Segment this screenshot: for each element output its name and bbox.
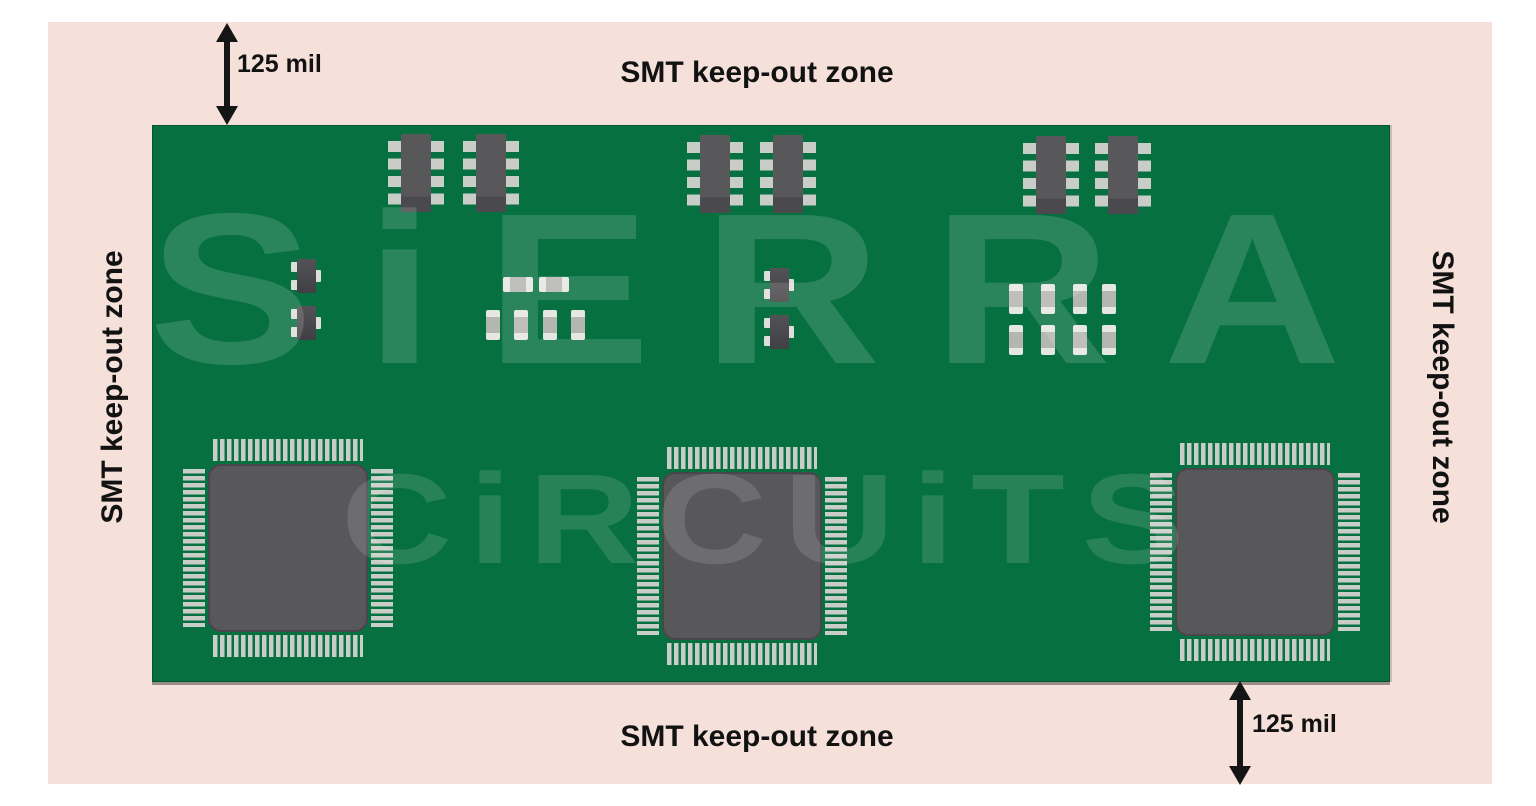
- dimension-arrow-top: [209, 23, 245, 130]
- double-arrow-icon: [1229, 681, 1251, 785]
- sot-pad: [291, 309, 300, 319]
- sot-body: [297, 259, 316, 293]
- chip-resistor: [1073, 325, 1087, 355]
- sot-pad: [785, 279, 794, 291]
- qfp-pins-icon: [1150, 473, 1172, 631]
- qfp-body: [208, 464, 368, 632]
- qfp-body: [662, 472, 822, 640]
- qfp-pins-icon: [213, 439, 363, 461]
- keepout-label-top: SMT keep-out zone: [620, 56, 894, 89]
- soic-pins-icon: [431, 141, 444, 205]
- soic-body: [700, 135, 730, 213]
- qfp-pins-icon: [667, 643, 817, 665]
- chip-resistor: [503, 277, 533, 292]
- keepout-label-left: SMT keep-out zone: [96, 250, 129, 524]
- qfp-pins-icon: [1180, 639, 1330, 661]
- chip-resistor: [1009, 284, 1023, 314]
- double-arrow-icon: [216, 23, 238, 125]
- soic-body: [773, 135, 803, 213]
- qfp-pins-icon: [1180, 443, 1330, 465]
- sot-pad: [764, 336, 773, 346]
- soic-pins-icon: [760, 142, 773, 206]
- keepout-label-right: SMT keep-out zone: [1426, 250, 1459, 524]
- soic-chip: [687, 135, 743, 213]
- soic-chip: [1095, 136, 1151, 214]
- qfp-pins-icon: [667, 447, 817, 469]
- keepout-label-bottom: SMT keep-out zone: [620, 720, 894, 753]
- sot-body: [770, 268, 789, 302]
- chip-resistor: [1102, 325, 1116, 355]
- chip-resistor: [543, 310, 557, 340]
- soic-body: [1036, 136, 1066, 214]
- soic-pins-icon: [1138, 143, 1151, 207]
- soic-chip: [463, 134, 519, 212]
- soic-pins-icon: [1095, 143, 1108, 207]
- sot23-transistor: [291, 306, 321, 340]
- soic-chip: [388, 134, 444, 212]
- soic-pins-icon: [730, 142, 743, 206]
- sot-pad: [312, 317, 321, 329]
- soic-pins-icon: [1066, 143, 1079, 207]
- chip-resistor: [571, 310, 585, 340]
- sot23-transistor: [764, 268, 794, 302]
- sot-body: [770, 315, 789, 349]
- soic-pins-icon: [388, 141, 401, 205]
- soic-body: [476, 134, 506, 212]
- chip-resistor: [1073, 284, 1087, 314]
- soic-pins-icon: [803, 142, 816, 206]
- sot-pad: [291, 262, 300, 272]
- chip-resistor: [1009, 325, 1023, 355]
- chip-resistor: [514, 310, 528, 340]
- chip-resistor: [486, 310, 500, 340]
- soic-chip: [1023, 136, 1079, 214]
- pcb-board: SiERRA CiRCUiTS: [152, 125, 1390, 682]
- sot23-transistor: [291, 259, 321, 293]
- soic-pins-icon: [463, 141, 476, 205]
- chip-resistor: [539, 277, 569, 292]
- chip-resistor: [1041, 284, 1055, 314]
- qfp-pins-icon: [213, 635, 363, 657]
- chip-resistor: [1041, 325, 1055, 355]
- sot-pad: [291, 280, 300, 290]
- soic-pins-icon: [506, 141, 519, 205]
- qfp-pins-icon: [1338, 473, 1360, 631]
- qfp-body: [1175, 468, 1335, 636]
- soic-body: [401, 134, 431, 212]
- chip-resistor: [1102, 284, 1116, 314]
- soic-pins-icon: [687, 142, 700, 206]
- soic-chip: [760, 135, 816, 213]
- dimension-arrow-bottom: [1222, 681, 1258, 790]
- qfp-pins-icon: [637, 477, 659, 635]
- sot-pad: [312, 270, 321, 282]
- sot-pad: [291, 327, 300, 337]
- qfp-pins-icon: [183, 469, 205, 627]
- dimension-label-top: 125 mil: [237, 50, 322, 78]
- soic-pins-icon: [1023, 143, 1036, 207]
- qfp-chip: [637, 447, 847, 665]
- soic-body: [1108, 136, 1138, 214]
- qfp-pins-icon: [371, 469, 393, 627]
- sot-pad: [764, 318, 773, 328]
- sot-pad: [764, 289, 773, 299]
- sot23-transistor: [764, 315, 794, 349]
- qfp-chip: [183, 439, 393, 657]
- qfp-chip: [1150, 443, 1360, 661]
- sot-pad: [764, 271, 773, 281]
- dimension-label-bottom: 125 mil: [1252, 710, 1337, 738]
- sot-pad: [785, 326, 794, 338]
- qfp-pins-icon: [825, 477, 847, 635]
- sot-body: [297, 306, 316, 340]
